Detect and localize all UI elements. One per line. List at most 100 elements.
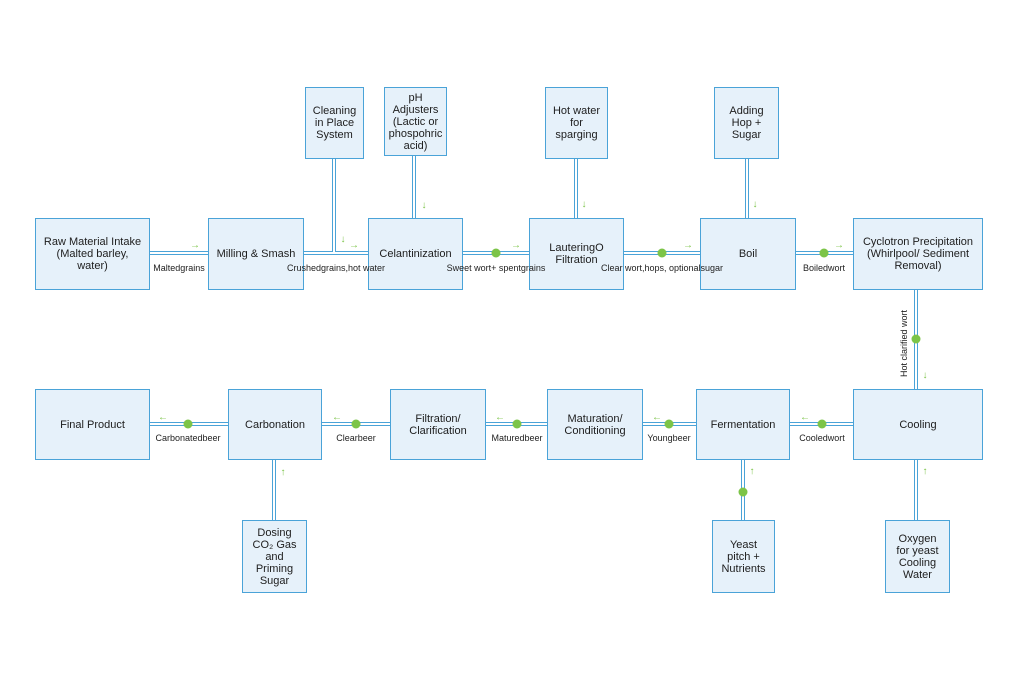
arrow-up-icon: ↑ (749, 466, 755, 477)
arrow-right-icon: → (834, 240, 844, 251)
text-line: Young (647, 433, 673, 443)
text-line: CO₂ Gas (252, 538, 297, 551)
text-line: wort (827, 433, 845, 443)
arrow-down-icon: ↓ (581, 199, 587, 210)
arrow-down-icon: ↓ (922, 370, 928, 381)
text-line: for (570, 117, 583, 129)
text-line: Oxygen (898, 532, 937, 545)
junction-dot (817, 419, 827, 429)
text-line: Sugar (731, 129, 762, 141)
text-line: Cleaning (312, 105, 357, 117)
text-line: Celantinization (379, 248, 452, 260)
text-line: (Whirlpool/ Sediment (866, 248, 970, 260)
text-line: Filtration (555, 254, 598, 266)
text-line: sparging (555, 129, 598, 141)
maturation-box: Maturation/Conditioning (547, 389, 643, 460)
text-line: (Lactic or (392, 115, 439, 128)
junction-dot (351, 419, 361, 429)
raw-material-intake-box: Raw Material Intake(Malted barley,water) (35, 218, 150, 290)
text-line: Clear wort, (600, 263, 645, 273)
label-cooled-wort: Cooledwort (799, 433, 845, 444)
text-line: beer (202, 433, 221, 443)
junction-dot (819, 248, 829, 258)
text-line: Conditioning (564, 424, 626, 437)
arrow-down-icon: ↓ (340, 234, 346, 245)
text-line: Maturation/ (567, 412, 623, 425)
pipe-cleaning-down (332, 158, 336, 252)
text-line: grains (180, 263, 205, 273)
text-line: acid) (403, 139, 428, 152)
label-hot-clarified-wort: Hot clarified wort (899, 309, 909, 377)
text-line: Sugar (259, 574, 290, 587)
text-line: Carbonated (155, 433, 203, 443)
text-line: Boil (738, 248, 758, 260)
text-line: Yeast (729, 538, 758, 551)
text-line: Cooled (799, 433, 828, 443)
arrow-up-icon: ↑ (280, 467, 286, 478)
text-line: Water (903, 568, 932, 581)
text-line: Sweet wort (446, 263, 492, 273)
junction-dot (183, 419, 193, 429)
arrow-up-icon: ↑ (922, 466, 928, 477)
text-line: Cyclotron Precipitation (862, 236, 974, 248)
pipe-ph-down (412, 155, 416, 218)
arrow-left-icon: ← (652, 412, 662, 423)
text-line: water) (77, 260, 108, 272)
filtration-box: Filtration/Clarification (390, 389, 486, 460)
milling-box: Milling & Smash (208, 218, 304, 290)
label-carbonated-beer: Carbonatedbeer (155, 433, 220, 444)
arrow-down-icon: ↓ (752, 199, 758, 210)
text-line: Final Product (60, 418, 125, 431)
arrow-left-icon: ← (332, 412, 342, 423)
text-line: and (265, 550, 284, 563)
text-line: hops, optional (644, 263, 701, 273)
boil-box: Boil (700, 218, 796, 290)
text-line: Clarification (409, 424, 467, 437)
text-line: Fermentation (710, 418, 776, 431)
text-line: Filtration/ (415, 412, 461, 425)
arrow-left-icon: ← (800, 412, 810, 423)
final-product-box: Final Product (35, 389, 150, 460)
text-line: LauteringO (549, 242, 604, 254)
cyclotron-box: Cyclotron Precipitation(Whirlpool/ Sedim… (853, 218, 983, 290)
arrow-left-icon: ← (495, 412, 505, 423)
text-line: sugar (700, 263, 724, 273)
text-line: Hot water (552, 105, 601, 117)
text-line: + spent (491, 263, 521, 273)
carbonation-box: Carbonation (228, 389, 322, 460)
arrow-left-icon: ← (158, 412, 168, 423)
pipe-milling-celantinization (303, 251, 369, 255)
junction-dot (911, 334, 921, 344)
text-line: phospohric (388, 127, 443, 140)
junction-dot (664, 419, 674, 429)
label-crushed-grains: Crushedgrains,hot water (287, 263, 385, 274)
text-line: Raw Material Intake (43, 236, 142, 248)
text-line: Malted (153, 263, 181, 273)
arrow-right-icon: → (683, 240, 693, 251)
text-line: Cooling (899, 418, 937, 431)
text-line: Carbonation (245, 418, 305, 431)
pipe-hop-down (745, 158, 749, 218)
text-line: grains (520, 263, 546, 273)
label-clear-wort: Clear wort,hops, optionalsugar (601, 263, 723, 274)
celantinization-box: Celantinization (368, 218, 463, 290)
fermentation-box: Fermentation (696, 389, 790, 460)
label-clear-beer: Clearbeer (336, 433, 376, 444)
arrow-right-icon: → (349, 240, 359, 251)
text-line: Adjusters (392, 103, 439, 116)
cooling-box: Cooling (853, 389, 983, 460)
text-line: Matured (491, 433, 525, 443)
arrow-down-icon: ↓ (421, 200, 427, 211)
text-line: System (316, 129, 353, 141)
text-line: beer (357, 433, 376, 443)
text-line: wort (828, 263, 846, 273)
pipe-hotwater-down (574, 158, 578, 218)
arrow-right-icon: → (190, 240, 200, 251)
